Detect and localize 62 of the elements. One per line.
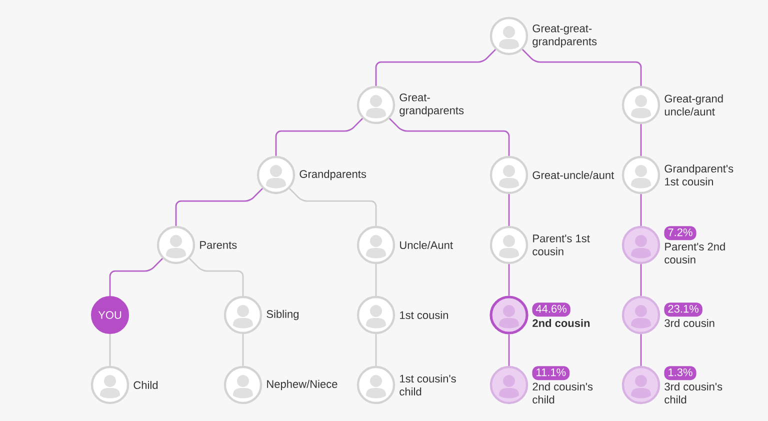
avatar-circle [622,296,660,334]
relation-label: Uncle/Aunt [400,240,453,250]
connector-line [508,194,510,226]
avatar-circle [622,156,660,194]
connector-line [375,49,496,86]
relation-label: 3rd cousin's child [664,382,722,404]
percentage-badge: 44.6% [532,302,570,317]
avatar-circle [622,366,660,404]
avatar-circle [356,226,396,264]
relation-label: 1st cousin [400,310,448,320]
avatar-circle [356,366,396,404]
connector-line [175,188,263,226]
connector-line [522,49,642,86]
connector-line [508,264,510,296]
relation-label: Parent's 2nd cousin [664,242,725,264]
relation-label: Great-uncle/aunt [532,170,614,180]
percentage-badge: 1.3% [664,366,696,380]
connector-line [640,124,642,156]
relation-label: Great-grand uncle/aunt [664,94,723,116]
relation-label: Parents [200,241,237,249]
relation-label: Great-great- grandparents [532,24,597,48]
connector-line [640,334,642,366]
avatar-circle [490,156,528,194]
avatar-circle [224,296,262,334]
avatar-circle [490,296,528,334]
connector-line [189,258,244,296]
avatar-circle [156,226,196,264]
connector-line [109,258,163,296]
avatar-circle [356,86,396,124]
connector-line [375,264,377,296]
relation-label: 2nd cousin's child [532,382,593,404]
avatar-circle [490,226,528,264]
connector-line [242,334,244,366]
connector-line [109,334,111,366]
relation-label: Nephew/Niece [267,380,338,390]
avatar-circle [622,86,660,124]
connector-line [508,334,510,366]
connector-line [640,264,642,296]
relation-label: 1st cousin's child [400,374,456,396]
percentage-badge: 7.2% [664,226,696,240]
relation-label: Parent's 1st cousin [532,234,590,256]
connector-line [640,194,642,226]
avatar-circle [256,156,296,194]
connector-line [275,118,363,156]
percentage-badge: 23.1% [664,302,702,317]
relation-label: Great- grandparents [400,94,464,116]
relation-label: Grandparent's 1st cousin [664,164,734,186]
connector-line [375,334,377,366]
connector-line [289,188,377,226]
relation-label: 2nd cousin [532,318,590,328]
relation-label: Sibling [266,310,298,320]
percentage-badge: 11.1% [532,366,570,380]
relation-label: Child [134,380,158,390]
avatar-circle [356,296,396,334]
connector-line [389,118,510,156]
avatar-circle [490,16,528,56]
avatar-circle [490,366,528,404]
avatar-circle [224,366,262,404]
avatar-circle [622,226,660,264]
relation-label: Grandparents [300,170,366,180]
relation-label: 3rd cousin [664,318,714,328]
avatar-circle [90,366,130,404]
